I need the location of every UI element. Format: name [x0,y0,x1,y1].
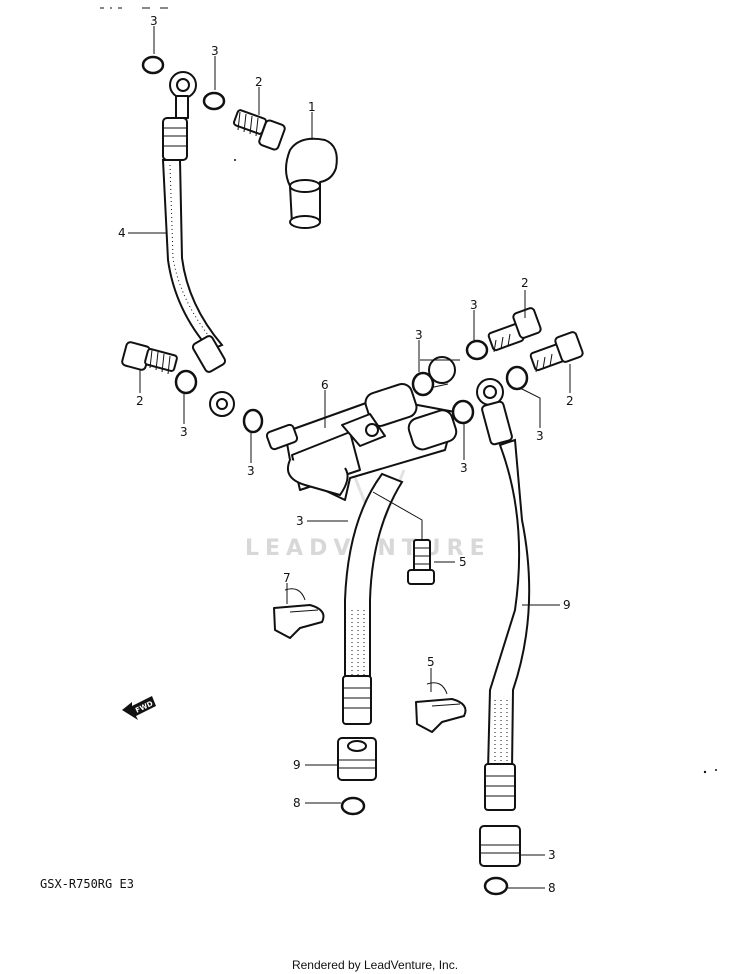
leader-lines [128,26,571,889]
callout-9: 7 [283,571,291,585]
hose-joint [285,137,338,229]
callout-3: 3 [415,328,423,342]
washer [505,365,529,391]
callout-9: 5 [427,655,435,669]
callout-2: 2 [136,394,144,408]
lower-right-hose [476,378,531,867]
union-bolt [529,331,584,373]
callout-3: 8 [293,796,301,810]
union-bolt [487,307,542,353]
washer [242,408,264,434]
callout-labels: 3 3 2 1 4 2 3 3 6 3 3 2 2 3 3 3 5 7 9 5 … [118,14,574,895]
callout-3: 8 [548,881,556,895]
callout-3: 3 [536,429,544,443]
washer [174,369,198,395]
callout-3: 3 [460,461,468,475]
callout-3: 3 [211,44,219,58]
washer [340,796,366,816]
callout-6: 6 [321,378,329,392]
callout-4: 4 [118,226,126,240]
callout-1: 1 [308,100,316,114]
three-way-joint [265,356,460,501]
callout-3: 3 [180,425,188,439]
washer [483,876,509,896]
union-bolt [233,109,286,151]
fwd-label: FWD [134,700,154,715]
callout-7: 5 [459,555,467,569]
callout-3: 3 [470,298,478,312]
scan-marks [100,7,717,774]
callout-5: 9 [563,598,571,612]
callout-8: 9 [293,758,301,772]
washer [411,371,435,397]
model-code: GSX-R750RG E3 [40,877,134,891]
lower-left-hose [337,472,404,781]
forward-arrow: FWD [122,696,156,720]
callout-2: 2 [566,394,574,408]
washer [451,399,475,425]
washer [202,91,226,111]
callout-8: 3 [548,848,556,862]
callout-2: 2 [521,276,529,290]
washer [465,339,489,361]
union-bolt [121,341,178,375]
washer [141,55,165,75]
bolt [407,539,435,585]
callout-3: 3 [150,14,158,28]
footer-credit: Rendered by LeadVenture, Inc. [291,958,459,972]
hose-clamp [273,588,325,639]
callout-5: 3 [296,514,304,528]
hose-clamp [415,682,467,733]
upper-brake-hose [161,71,235,417]
callout-2: 2 [255,75,263,89]
callout-3: 3 [247,464,255,478]
